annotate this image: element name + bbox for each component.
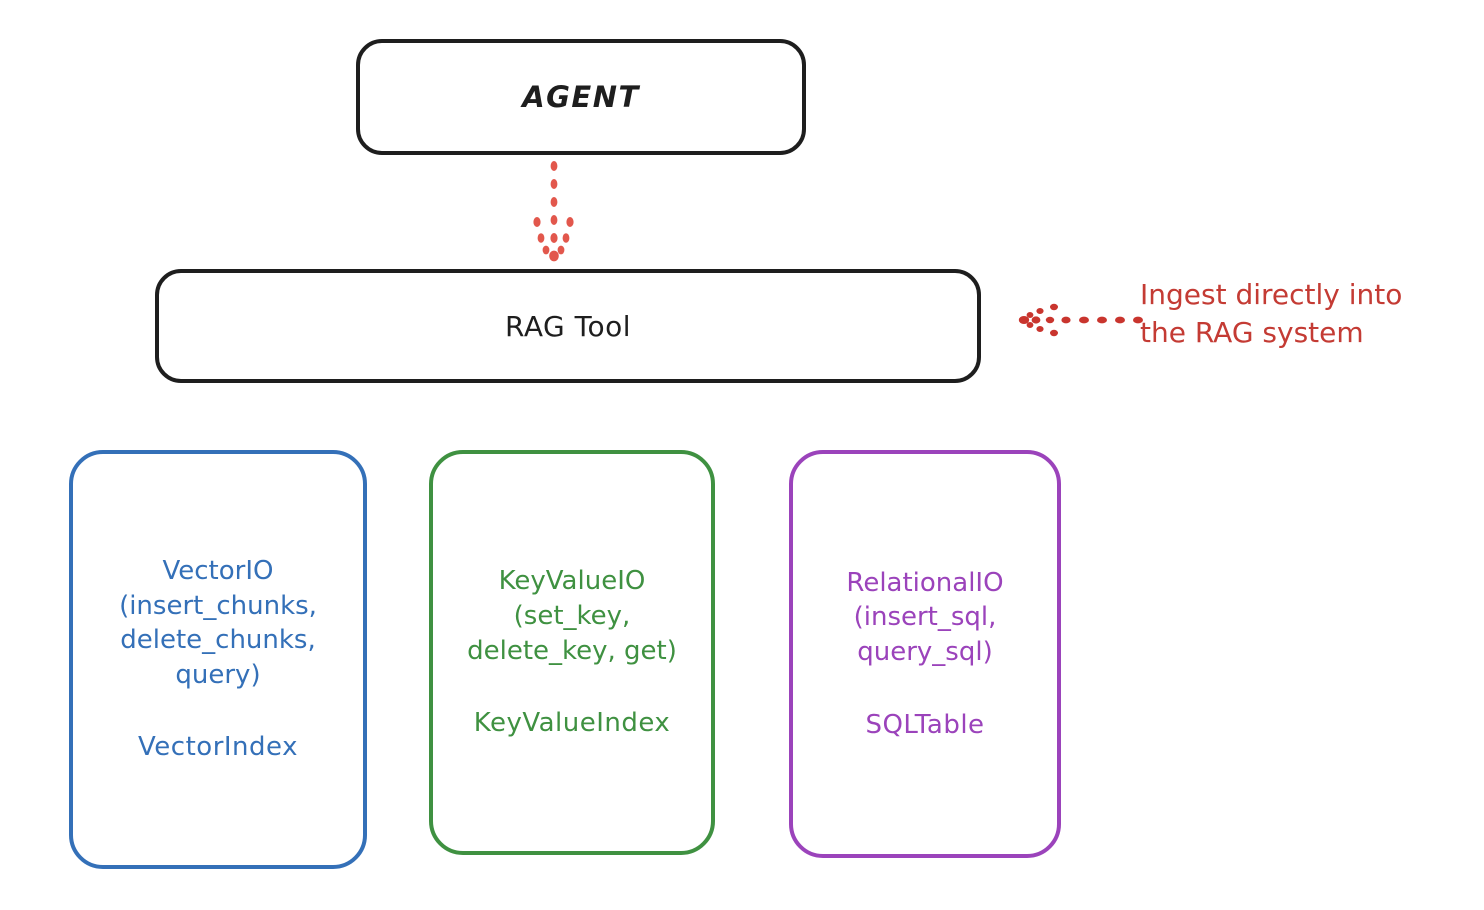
node-relational-io-api: RelationalIO (insert_sql, query_sql) (846, 567, 1004, 667)
node-key-value-io-index: KeyValueIndex (473, 708, 671, 739)
node-relational-io-index: SQLTable (865, 709, 985, 740)
node-vector-io[interactable]: VectorIO (insert_chunks, delete_chunks, … (69, 450, 367, 869)
node-key-value-io-api: KeyValueIO (set_key, delete_key, get) (467, 566, 677, 666)
node-agent-label: AGENT (522, 80, 640, 114)
node-relational-io[interactable]: RelationalIO (insert_sql, query_sql) SQL… (789, 450, 1061, 858)
node-vector-io-api: VectorIO (insert_chunks, delete_chunks, … (119, 556, 317, 690)
arrow-ingest-to-rag-tool (1018, 303, 1143, 337)
node-rag-tool-label: RAG Tool (505, 309, 631, 343)
node-vector-io-index: VectorIndex (138, 732, 298, 763)
node-agent[interactable]: AGENT (356, 39, 806, 155)
node-key-value-io[interactable]: KeyValueIO (set_key, delete_key, get) Ke… (429, 450, 715, 855)
node-rag-tool[interactable]: RAG Tool (155, 269, 981, 383)
annotation-ingest-directly: Ingest directly into the RAG system (1140, 278, 1403, 350)
arrow-agent-to-rag-tool (533, 161, 574, 262)
